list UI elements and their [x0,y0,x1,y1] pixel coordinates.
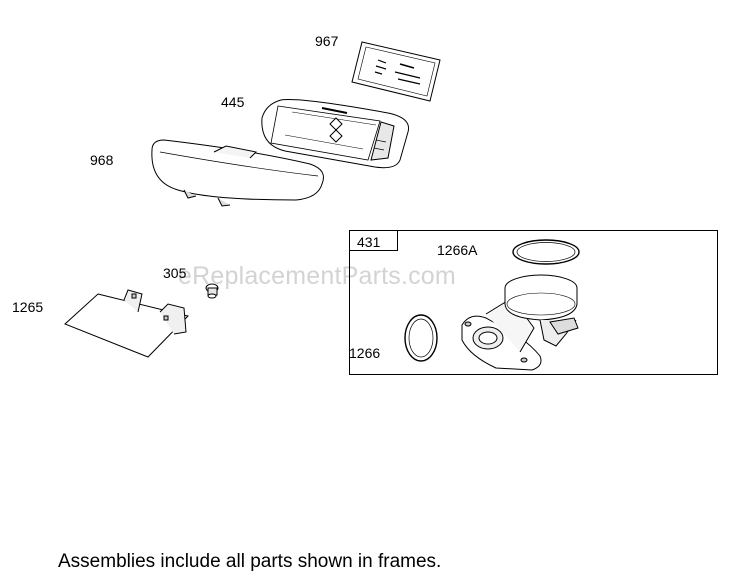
part-label-1266: 1266 [349,345,381,361]
part-label-967: 967 [315,33,339,49]
part-label-431: 431 [357,234,381,250]
part-label-968: 968 [90,152,114,168]
decal-967-part [351,41,441,102]
logo-diamond-icon [329,117,343,143]
part-label-1266A: 1266A [437,242,478,258]
footer-note: Assemblies include all parts shown in fr… [58,551,442,572]
cover-968-part [151,139,324,207]
part-label-1265: 1265 [12,299,44,315]
assembly-frame: 431 [349,230,718,375]
bolt-305-part [205,283,219,299]
part-label-305: 305 [163,265,187,281]
gasket-1266-part [404,314,438,362]
assembly-tag: 431 [350,231,398,251]
intake-elbow-part [461,274,579,371]
part-label-445: 445 [221,94,245,110]
ring-1266A-part [512,239,580,265]
panel-445-part [261,99,410,169]
watermark-text: eReplacementParts.com [178,262,456,290]
shield-plate-1265-part [64,289,189,358]
